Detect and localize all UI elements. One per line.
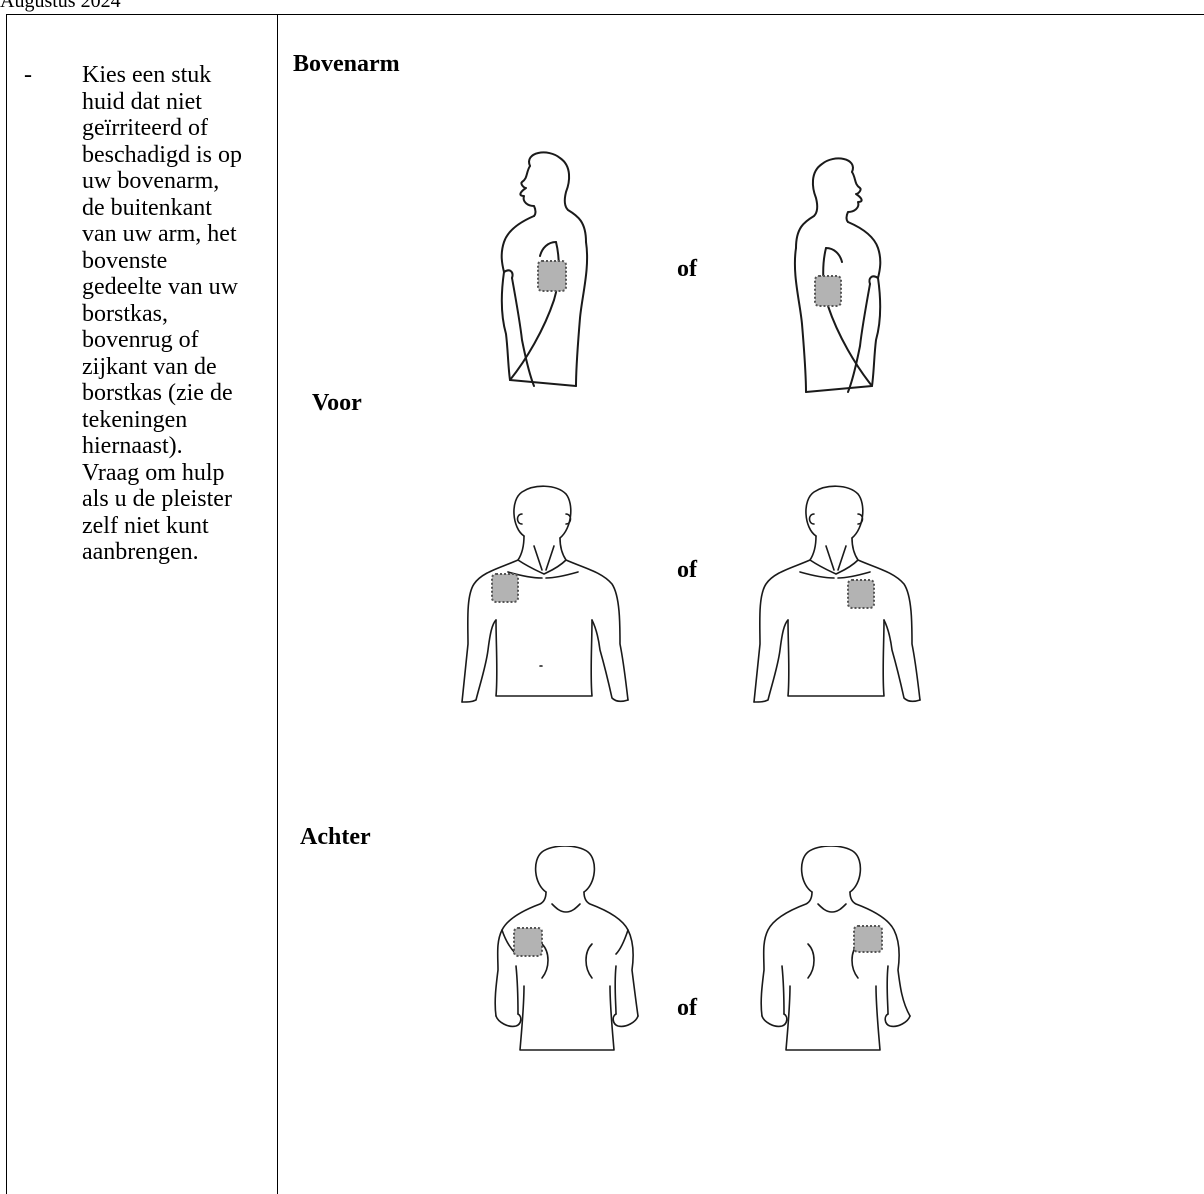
chest-front-right-figure (752, 484, 922, 706)
chest-front-left-figure (460, 484, 630, 706)
arm-side-left-figure (490, 150, 590, 390)
section-label-back: Achter (300, 823, 371, 851)
section-label-front: Voor (312, 389, 362, 417)
document-date: Augustus 2024 (0, 0, 121, 13)
bullet-dash: - (24, 62, 32, 89)
column-divider (277, 14, 278, 1194)
section-label-upper-arm: Bovenarm (293, 50, 400, 78)
or-label-front: of (677, 556, 697, 584)
or-label-upper-arm: of (677, 255, 697, 283)
instruction-text: Kies een stuk huid dat niet geïrriteerd … (82, 62, 277, 566)
back-left-figure (494, 846, 640, 1060)
arm-side-right-figure (792, 156, 892, 396)
back-right-figure (752, 846, 916, 1060)
or-label-back: of (677, 994, 697, 1022)
